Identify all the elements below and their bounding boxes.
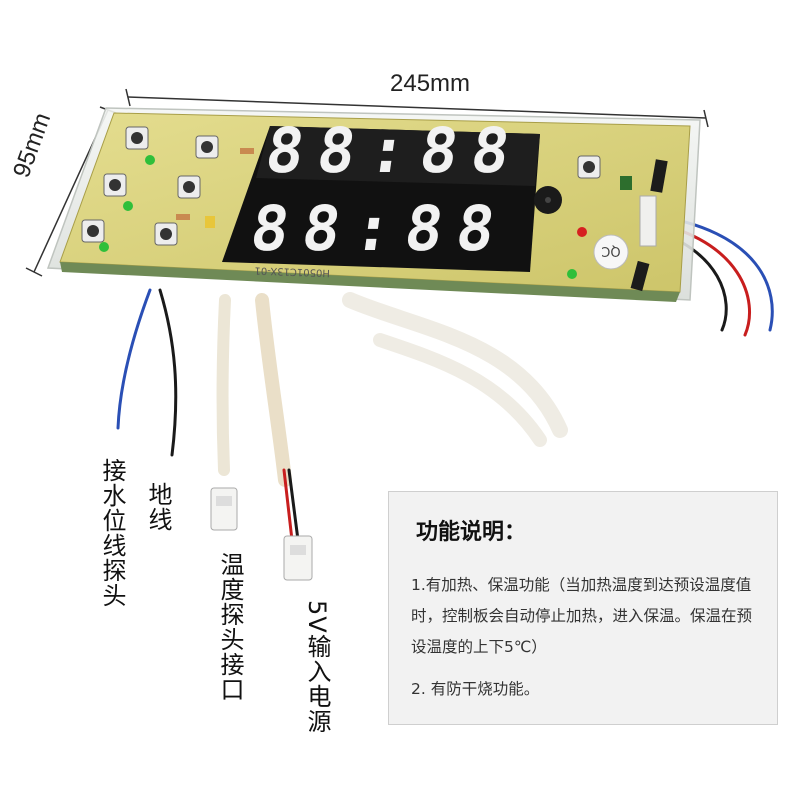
- temp-probe-sleeve: [216, 294, 231, 476]
- display-bottom-row: 88:88: [246, 192, 513, 265]
- function-description-box: 功能说明： 1.有加热、保温功能（当加热温度到达预设温度值时，控制板会自动停止加…: [388, 491, 778, 725]
- wire-bundle: [116, 213, 774, 542]
- board-connector: [639, 195, 657, 247]
- qc-sticker-text: QC: [601, 243, 620, 258]
- capacitor: [650, 159, 668, 193]
- function-item-2: 2. 有防干烧功能。: [411, 680, 540, 698]
- button-group: [81, 126, 601, 279]
- function-item-1: 1.有加热、保温功能（当加热温度到达预设温度值时，控制板会自动停止加热，进入保温…: [411, 576, 753, 656]
- label-ground-wire: 地线: [144, 482, 172, 532]
- qc-sticker: QC: [593, 234, 629, 270]
- black-wire-ground: [158, 288, 178, 457]
- led-display: 88:88 88:88 H0501C13X-01: [222, 114, 540, 278]
- label-water-level-probe: 接水位线探头: [98, 458, 126, 608]
- width-dimension-label: 245mm: [390, 70, 471, 97]
- power-sleeve: [255, 293, 292, 487]
- function-description-title: 功能说明：: [416, 520, 527, 545]
- power-connector: [283, 535, 313, 581]
- blue-wire: [116, 288, 152, 430]
- label-temperature-probe-port: 温度探头接口: [216, 552, 244, 702]
- label-power-input: 5V输入电源: [303, 600, 331, 734]
- width-dimension: [125, 88, 709, 128]
- pcb-marking: H0501C13X-01: [254, 264, 330, 278]
- temp-probe-connector: [210, 487, 238, 531]
- display-top-row: 88:88: [261, 114, 528, 187]
